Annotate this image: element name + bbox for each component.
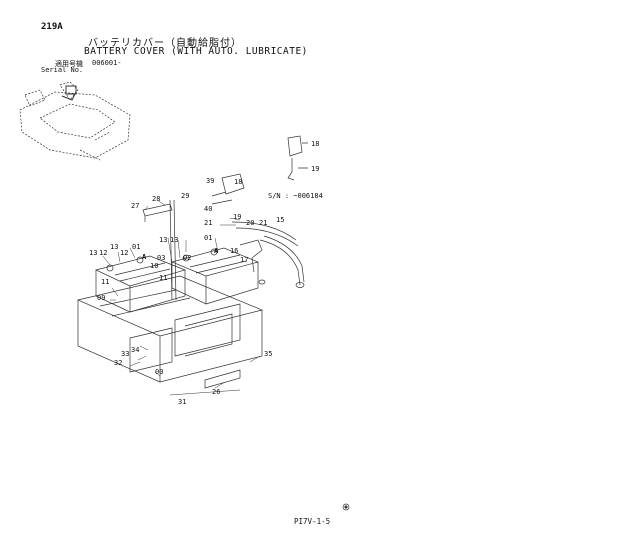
- callout-40: 40: [204, 205, 213, 213]
- battery-left: [94, 255, 187, 313]
- shaft: [169, 199, 177, 301]
- callout-01b: 01: [204, 234, 213, 242]
- callout-10: 10: [150, 262, 159, 270]
- callout-21b: 21: [259, 219, 268, 227]
- callout-34: 34: [131, 346, 140, 354]
- callout-03: 03: [157, 254, 166, 262]
- callout-A-left: A: [142, 253, 147, 261]
- callout-13a: 13: [89, 249, 98, 257]
- callout-20: 20: [246, 219, 255, 227]
- leader-lines: [102, 199, 261, 396]
- callout-39: 39: [206, 177, 215, 185]
- applicable-serial-value: 006001-: [92, 59, 122, 67]
- callout-33: 33: [121, 350, 130, 358]
- battery-tray: [76, 275, 264, 389]
- callout-00: 00: [155, 368, 164, 376]
- callout-13b: 13: [110, 243, 119, 251]
- callout-29: 29: [181, 192, 190, 200]
- applicable-serial-label: 適用号機: [55, 60, 83, 68]
- callout-11b: 11: [159, 274, 168, 282]
- callout-35: 35: [264, 350, 273, 358]
- bar-27: [142, 203, 173, 222]
- callout-A-right: A: [214, 247, 219, 255]
- section-code: 219A: [41, 22, 63, 32]
- bracket-18: [287, 135, 308, 181]
- callout-01a: 01: [132, 243, 141, 251]
- callout-19: 19: [311, 165, 320, 173]
- callout-28: 28: [152, 195, 161, 203]
- callout-18b: 18: [234, 178, 243, 186]
- callout-32: 32: [114, 359, 123, 367]
- hose-15: [231, 221, 305, 288]
- callout-11a: 11: [101, 278, 110, 286]
- title-japanese: バッテリカバー（自動給脂付）: [88, 38, 242, 49]
- callout-12a: 12: [99, 249, 108, 257]
- overview-highlight: [65, 85, 77, 95]
- callout-12b: 12: [120, 249, 129, 257]
- callout-16: 16: [230, 247, 239, 255]
- callout-15: 15: [276, 216, 285, 224]
- callout-02: 02: [183, 254, 192, 262]
- callout-09: 09: [97, 294, 106, 302]
- callout-13c: 13: [159, 236, 168, 244]
- battery-right: [170, 247, 260, 305]
- machine-overview: [19, 81, 131, 161]
- page-circle-mark: [342, 503, 350, 511]
- serial-note: S/N : ~006184: [268, 192, 323, 200]
- callout-19b: 19: [233, 213, 242, 221]
- callout-18: 18: [311, 140, 320, 148]
- callout-21: 21: [204, 219, 213, 227]
- title-english: BATTERY COVER (WITH AUTO. LUBRICATE): [84, 46, 308, 57]
- serial-label: Serial No.: [41, 66, 84, 74]
- callout-31: 31: [178, 398, 187, 406]
- callout-26: 26: [212, 388, 221, 396]
- callout-17: 17: [240, 256, 249, 264]
- callout-27: 27: [131, 202, 140, 210]
- box-18: [211, 173, 245, 205]
- page-number: PI7V-1-5: [294, 517, 331, 526]
- callout-13d: 13: [170, 236, 179, 244]
